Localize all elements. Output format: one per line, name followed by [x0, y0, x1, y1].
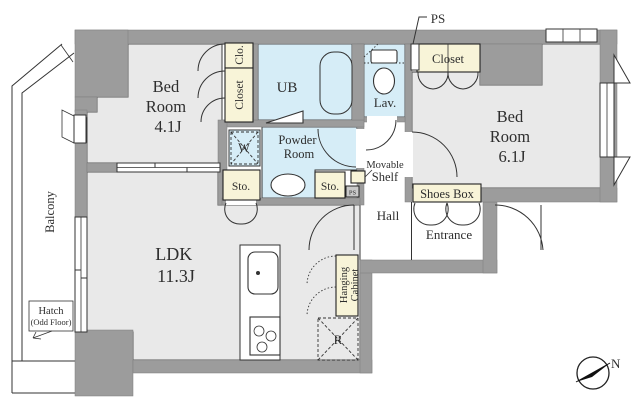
- bedroom-61-side-window: [599, 53, 631, 187]
- casement-flap-top: [613, 53, 631, 84]
- closet-61-label: Closet: [432, 52, 464, 66]
- balcony-label: Balcony: [43, 190, 57, 232]
- ps-top-annotation: PS: [412, 11, 445, 45]
- entrance-label: Entrance: [426, 227, 472, 242]
- movable-shelf-label-2: Shelf: [372, 170, 399, 184]
- room-labels: Bed Room 4.1J Bed Room 6.1J LDK 11.3J UB…: [43, 77, 534, 286]
- washbasin: [270, 173, 306, 197]
- shoes-box-doors: [413, 202, 481, 226]
- walls: [74, 29, 618, 397]
- closet-41-doors: [197, 43, 226, 123]
- sto-left-box: [222, 169, 261, 201]
- clo-box: [224, 42, 254, 69]
- clo-label: Clo.: [234, 45, 246, 65]
- unit-bath-label: UB: [277, 80, 298, 96]
- hatch-floor-note: (Odd Floor): [31, 317, 72, 327]
- fixtures: [230, 43, 405, 361]
- door-arcs: [197, 43, 544, 317]
- hanging-cabinet-box: [335, 254, 359, 317]
- ps-small-label: PS: [349, 190, 357, 197]
- ps-duct-small: PS: [345, 185, 360, 198]
- powder-room-label: Powder Room: [278, 133, 319, 161]
- hatch-annotation: Hatch (Odd Floor): [28, 300, 74, 340]
- stove: [249, 316, 281, 356]
- casement-flap-bottom: [613, 156, 631, 187]
- ps-duct-top: [410, 43, 420, 71]
- hanging-cabinet-label-2: Cabinet: [350, 269, 361, 302]
- ldk-label: LDK 11.3J: [155, 244, 197, 286]
- kitchen-counter: [239, 244, 281, 361]
- hall-label: Hall: [377, 208, 400, 223]
- bedroom-61-top-window: [545, 28, 598, 43]
- door-openings: [226, 116, 413, 205]
- compass: N: [575, 356, 621, 390]
- refrigerator-box: [317, 317, 359, 361]
- compass-north-label: N: [611, 356, 621, 371]
- movable-shelf-label-1: Movable: [366, 160, 404, 171]
- closet-41-label: Closet: [234, 80, 246, 110]
- bedroom-61-label: Bed Room 6.1J: [490, 107, 534, 166]
- sto-doors: [224, 202, 258, 225]
- closet-61-bifold-doors: [417, 71, 479, 90]
- balcony-outline: [11, 43, 75, 394]
- toilet: [363, 43, 405, 95]
- hanging-cabinet-doors: [306, 255, 337, 317]
- bedroom-41-label: Bed Room 4.1J: [146, 77, 190, 136]
- movable-shelf-box: [350, 169, 373, 184]
- bath-door-wedge: [265, 110, 304, 124]
- storage-labels: Clo. Closet Closet Sto. Sto. Shoes Box H…: [232, 45, 475, 347]
- sto-right-label: Sto.: [321, 181, 339, 193]
- windows: [61, 28, 631, 333]
- washer-label: W: [238, 141, 250, 155]
- bedroom-41-sliding-door: [116, 162, 221, 173]
- hatch-label: Hatch: [38, 306, 64, 317]
- sto-left-label: Sto.: [232, 181, 250, 193]
- washer-dashes: [230, 131, 259, 165]
- refrigerator-label: R: [334, 332, 343, 347]
- lavatory-label: Lav.: [374, 95, 397, 110]
- bathtub: [319, 51, 353, 115]
- hanging-cabinet-label-1: Hanging: [339, 266, 350, 303]
- entrance-door: [494, 204, 544, 251]
- sto-right-box: [314, 171, 346, 199]
- bedroom-61-door: [411, 131, 458, 178]
- powder-room-door: [317, 128, 357, 168]
- shoes-box-label: Shoes Box: [420, 187, 475, 201]
- ldk-balcony-door: [74, 216, 88, 333]
- lavatory-door: [365, 119, 397, 151]
- closet-bedroom-41-box: [224, 67, 254, 123]
- ps-top-label: PS: [431, 11, 445, 26]
- kitchen-sink: [247, 251, 279, 295]
- shoes-box: [412, 183, 482, 203]
- ldk-door: [308, 204, 355, 251]
- bedroom-41-window: [61, 109, 87, 144]
